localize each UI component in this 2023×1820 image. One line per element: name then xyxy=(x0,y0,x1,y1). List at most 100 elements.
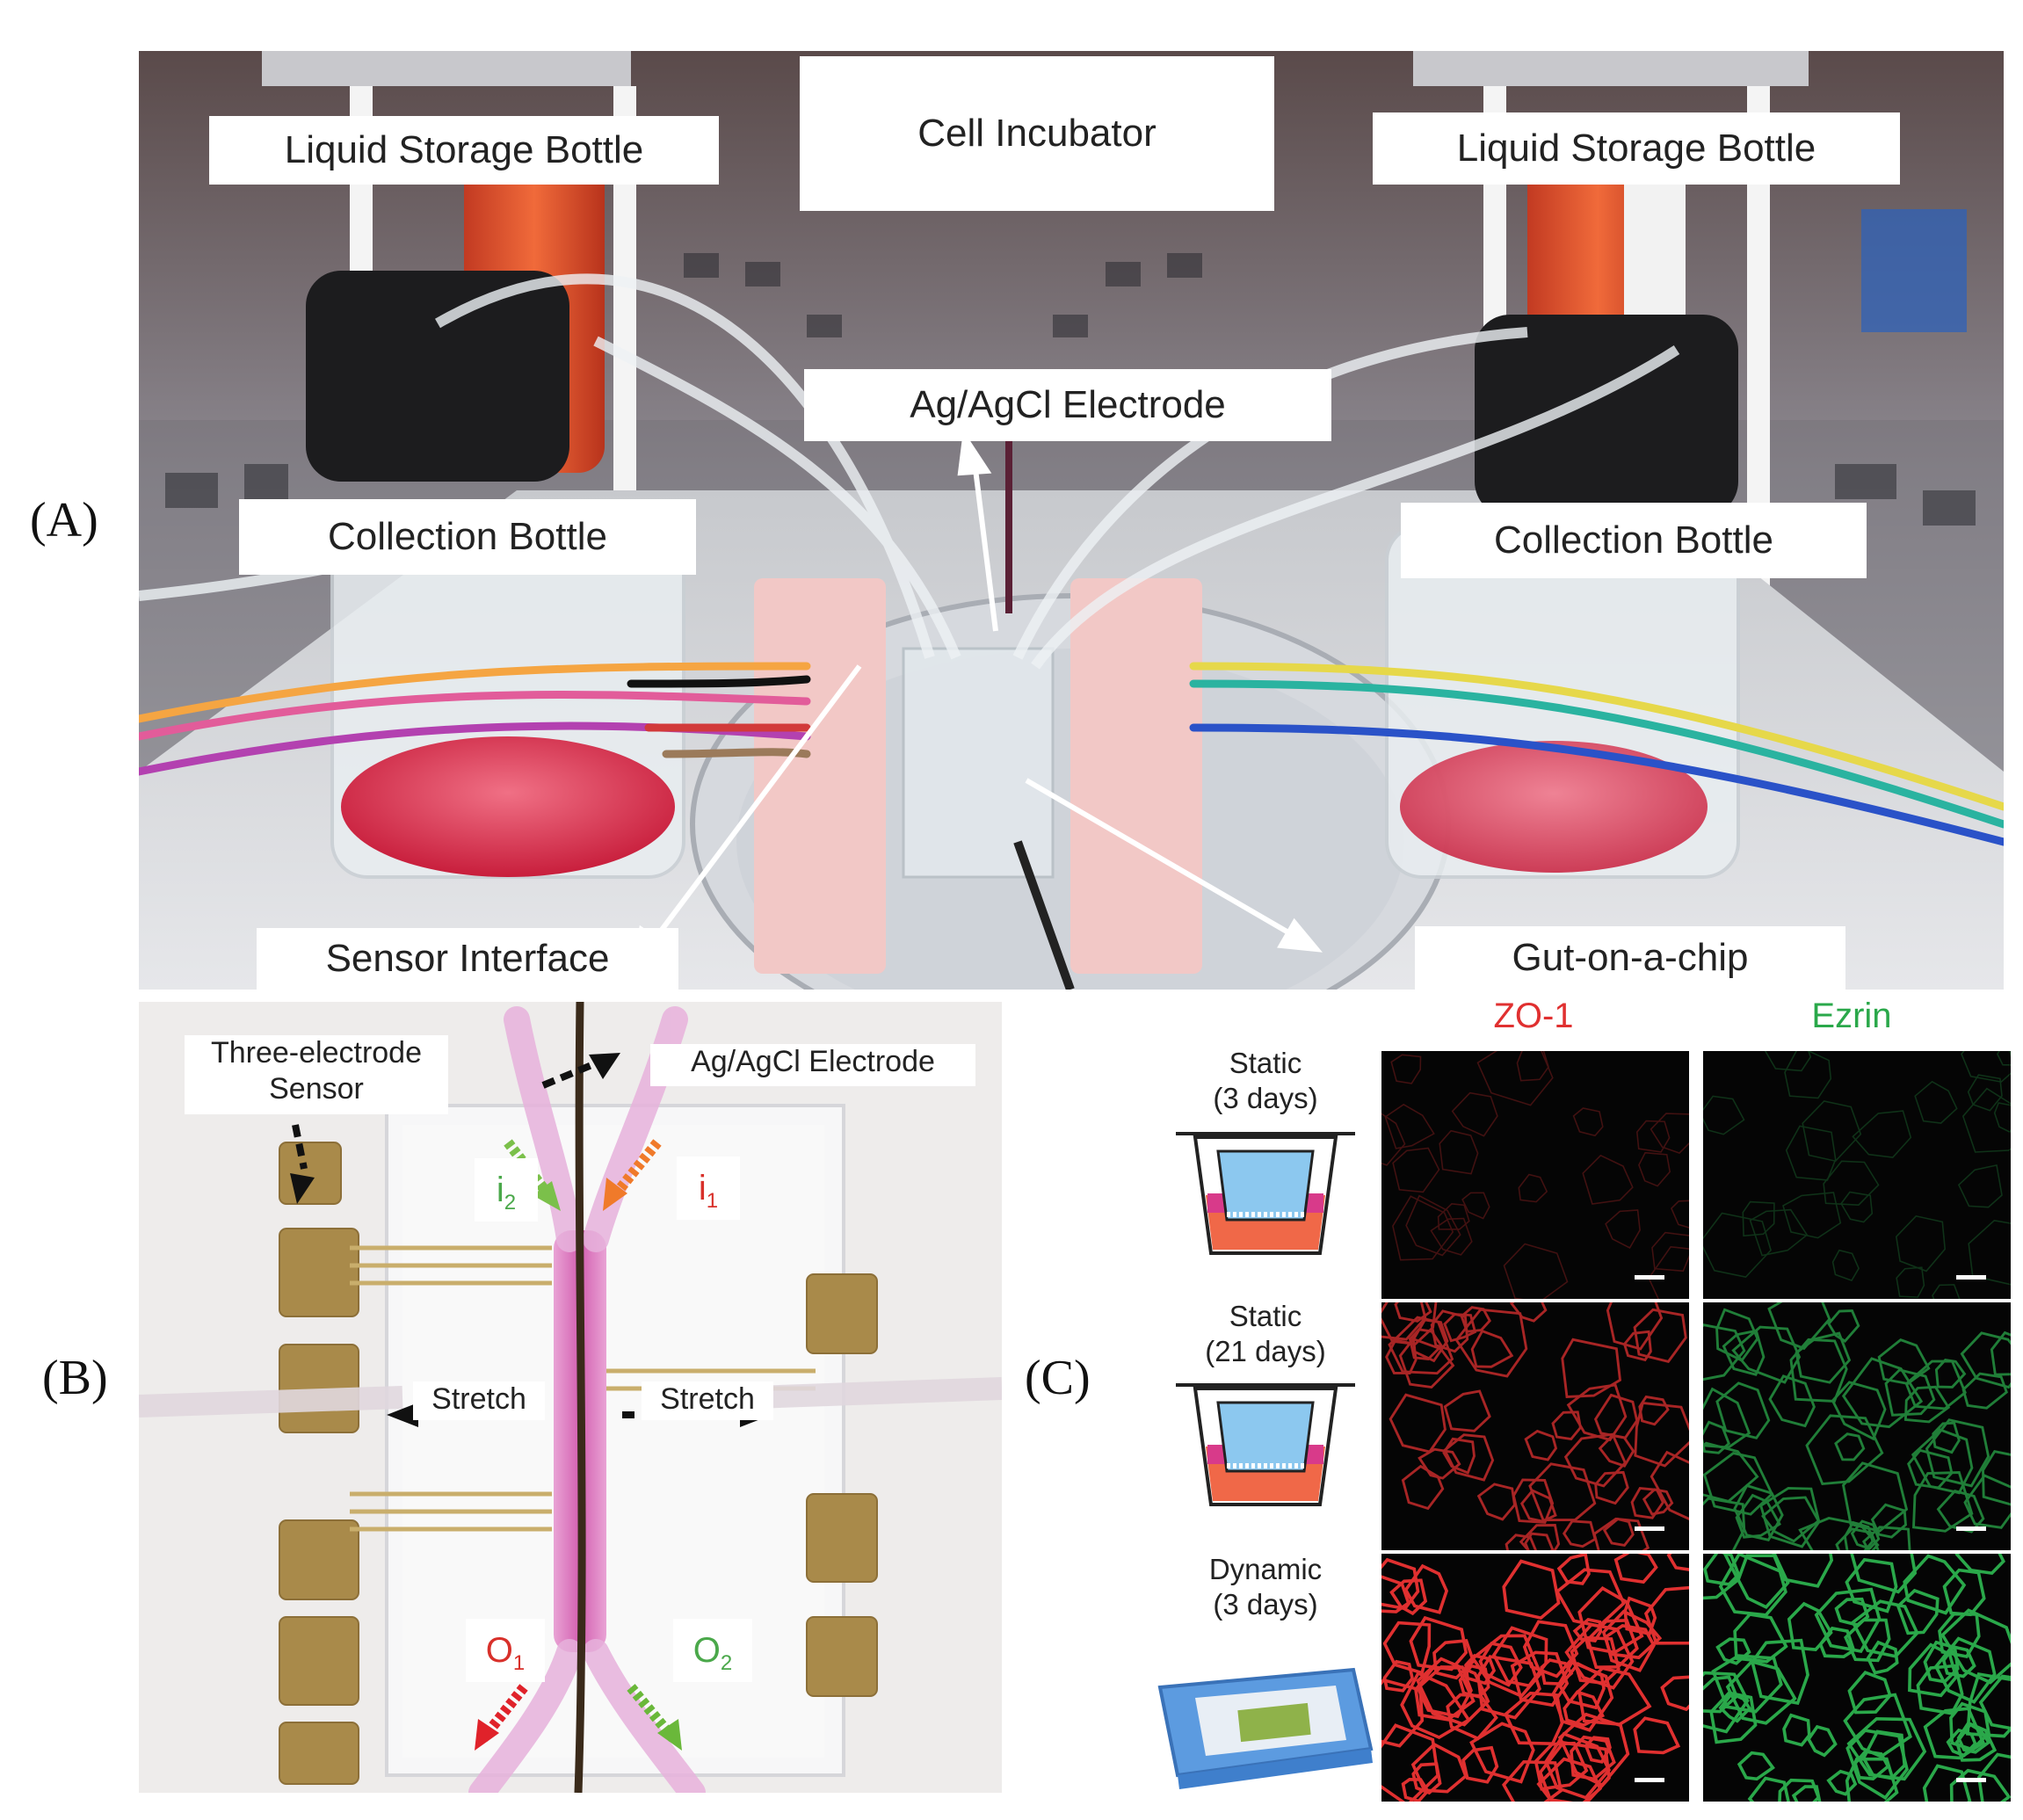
cell-boundary xyxy=(1516,1051,1549,1082)
cell-boundary xyxy=(1633,1716,1681,1755)
cell-boundary xyxy=(1814,1587,1882,1654)
cell-boundary xyxy=(1519,1489,1557,1523)
cell-boundary xyxy=(1638,1395,1670,1426)
cell-boundary xyxy=(1536,1757,1603,1802)
cell-boundary xyxy=(1789,1338,1848,1403)
outlet-1-subscript: 1 xyxy=(512,1651,526,1675)
cell-boundary xyxy=(1895,1215,1947,1273)
panel-b-photo xyxy=(139,1002,1002,1793)
cell-boundary xyxy=(1528,1462,1597,1522)
cell-boundary xyxy=(1572,1617,1603,1643)
cell-boundary xyxy=(1742,1200,1775,1237)
cell-boundary xyxy=(1847,1670,1892,1715)
cell-boundary xyxy=(1932,1284,1961,1299)
cell-boundary xyxy=(1469,1722,1535,1784)
cell-boundary xyxy=(1827,1309,1860,1343)
cell-boundary xyxy=(1502,1559,1561,1621)
label-b-electrode: Ag/AgCl Electrode xyxy=(650,1044,975,1086)
cell-boundary xyxy=(1785,1125,1837,1181)
cell-boundary xyxy=(1556,1554,1591,1585)
cell-boundary xyxy=(1835,1527,1880,1550)
cell-boundary xyxy=(1941,1644,1976,1679)
cell-boundary xyxy=(1381,1113,1406,1166)
cell-boundary xyxy=(1392,1195,1454,1261)
cell-boundary xyxy=(1802,1100,1862,1163)
cell-boundary xyxy=(1914,1080,1958,1124)
cell-boundary xyxy=(1715,1381,1771,1439)
cell-boundary xyxy=(1703,1452,1774,1516)
label-gut-on-chip: Gut-on-a-chip xyxy=(1415,926,1845,990)
label-collection-right: Collection Bottle xyxy=(1401,503,1867,578)
scale-bar xyxy=(1635,1526,1664,1531)
cell-boundary xyxy=(1936,1489,1985,1534)
cell-network xyxy=(1703,1302,2011,1550)
cell-boundary xyxy=(1778,1778,1821,1802)
cell-boundary xyxy=(1852,1110,1912,1158)
cell-boundary xyxy=(1551,1659,1614,1732)
cell-boundary xyxy=(1390,1054,1422,1084)
label-inlet-2: i2 xyxy=(475,1158,538,1222)
cell-boundary xyxy=(1791,1785,1822,1802)
cell-boundary xyxy=(1518,1173,1548,1203)
cell-boundary xyxy=(1846,1716,1927,1781)
cell-boundary xyxy=(1949,1768,2011,1802)
cell-boundary xyxy=(1476,1483,1517,1521)
cell-boundary xyxy=(1908,1642,1958,1698)
transwell-icon-static-21 xyxy=(1176,1383,1355,1506)
cell-boundary xyxy=(1993,1102,2011,1134)
stain-header-zo1: ZO-1 xyxy=(1493,997,1574,1035)
inlet-1-subscript: 1 xyxy=(706,1189,719,1213)
cell-boundary xyxy=(1598,1434,1635,1468)
cell-boundary xyxy=(1410,1742,1468,1794)
cell-boundary xyxy=(1443,1389,1491,1432)
outlet-2-letter: O xyxy=(692,1631,721,1670)
condition-dynamic-3: Dynamic (3 days) xyxy=(1208,1553,1323,1621)
cell-boundary xyxy=(1650,1113,1689,1154)
cell-boundary xyxy=(1834,1432,1866,1461)
cell-boundary xyxy=(1703,1212,1772,1278)
cell-boundary xyxy=(1505,1534,1538,1550)
cell-boundary xyxy=(1592,1517,1650,1550)
cell-network xyxy=(1381,1051,1689,1299)
panel-c-letter: (C) xyxy=(1025,1351,1091,1405)
cell-boundary xyxy=(1381,1678,1425,1748)
cell-boundary xyxy=(1903,1554,1967,1615)
cell-boundary xyxy=(1437,1202,1470,1230)
chip-photo xyxy=(139,1002,1002,1793)
cell-boundary xyxy=(1405,1194,1461,1257)
cell-boundary xyxy=(1412,1318,1449,1363)
cell-boundary xyxy=(1845,1757,1899,1802)
scale-bar xyxy=(1635,1275,1664,1280)
micrograph-zo-1-row3 xyxy=(1381,1554,1689,1802)
cell-boundary xyxy=(1997,1051,2011,1066)
cell-boundary xyxy=(1703,1323,1746,1381)
cell-boundary xyxy=(1966,1671,2011,1738)
cell-boundary xyxy=(1782,1192,1842,1239)
cell-boundary xyxy=(1510,1650,1570,1708)
cell-boundary xyxy=(1818,1626,1856,1659)
cell-boundary xyxy=(1430,1309,1469,1353)
cell-boundary xyxy=(1648,1245,1689,1299)
label-sensor-interface: Sensor Interface xyxy=(257,928,678,990)
cell-boundary xyxy=(1443,1313,1477,1343)
cell-boundary xyxy=(1715,1637,1751,1665)
cell-boundary xyxy=(1389,1393,1447,1454)
cell-boundary xyxy=(1840,1191,1874,1223)
cell-boundary xyxy=(1798,1517,1880,1550)
cell-boundary xyxy=(1896,1588,1940,1635)
label-collection-left: Collection Bottle xyxy=(239,499,696,575)
cell-boundary xyxy=(1651,1231,1689,1273)
micrograph-ezrin-row3 xyxy=(1703,1554,2011,1802)
cell-boundary xyxy=(1841,1357,1924,1429)
cell-boundary xyxy=(1509,1302,1548,1323)
micrograph-ezrin-row2 xyxy=(1703,1302,2011,1550)
cell-boundary xyxy=(1478,1642,1523,1687)
cell-boundary xyxy=(1643,1585,1689,1645)
label-stretch-left: Stretch xyxy=(413,1381,545,1420)
micrograph-zo-1-row2 xyxy=(1381,1302,1689,1550)
cell-boundary xyxy=(1960,1331,2011,1389)
transwell-icon-static-3 xyxy=(1176,1132,1355,1255)
cell-boundary xyxy=(1606,1302,1664,1351)
cell-boundary xyxy=(1845,1557,1898,1613)
cell-boundary xyxy=(1613,1554,1658,1584)
